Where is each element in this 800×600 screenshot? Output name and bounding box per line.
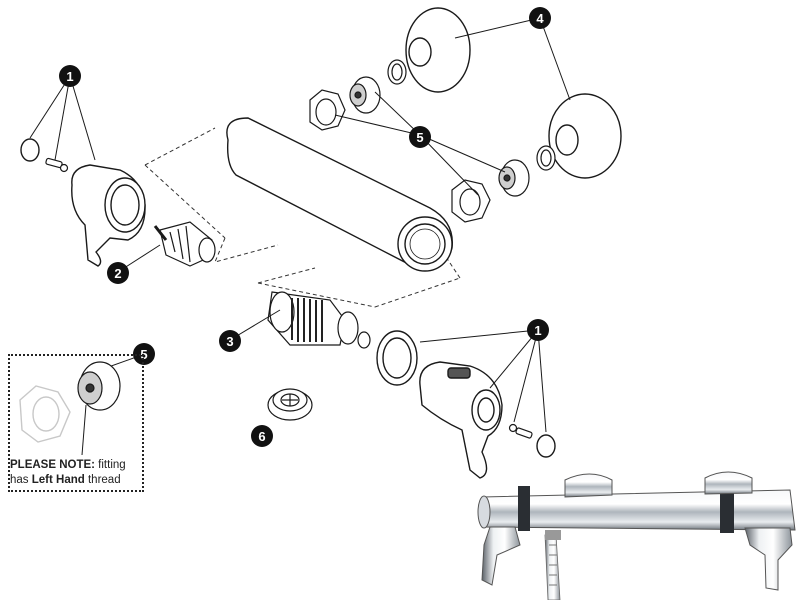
note-check-valve — [77, 361, 121, 411]
callout-5-note: 5 — [133, 343, 155, 365]
callout-1-left: 1 — [59, 65, 81, 87]
callout-3: 3 — [219, 330, 241, 352]
left-hand-thread-note: PLEASE NOTE: fitting has Left Hand threa… — [10, 458, 150, 488]
callout-2-label: 2 — [114, 266, 121, 281]
callout-4-label: 4 — [536, 11, 544, 26]
callout-5-top: 5 — [409, 126, 431, 148]
left-cap — [20, 138, 40, 162]
right-screw — [508, 423, 533, 439]
callout-6: 6 — [251, 425, 273, 447]
callout-1-right: 1 — [527, 319, 549, 341]
right-cap — [536, 434, 556, 458]
check-valve-bottom — [498, 159, 530, 197]
valve-body — [226, 117, 454, 272]
note-box — [8, 354, 144, 492]
washers — [387, 59, 556, 171]
callout-6-label: 6 — [258, 429, 265, 444]
wall-plate-bottom — [548, 93, 622, 179]
nut-bottom — [451, 179, 491, 223]
left-handle — [71, 164, 146, 267]
callout-1-right-label: 1 — [534, 323, 541, 338]
check-valve-top — [349, 76, 381, 114]
callout-5-note-label: 5 — [140, 347, 147, 362]
product-photo — [477, 471, 796, 600]
note-leader — [81, 404, 87, 456]
filter-washer — [267, 388, 313, 421]
thermostatic-cartridge — [267, 291, 371, 349]
faded-nut — [19, 385, 71, 443]
callout-5-top-label: 5 — [416, 130, 423, 145]
wall-plate-top — [405, 7, 471, 93]
callout-3-label: 3 — [226, 334, 233, 349]
right-ring — [376, 330, 418, 386]
callout-2: 2 — [107, 262, 129, 284]
note-emphasis: Left Hand — [31, 474, 85, 486]
note-line1-rest: fitting — [94, 459, 126, 471]
note-prefix: PLEASE NOTE: — [10, 459, 95, 471]
nut-top — [309, 89, 346, 131]
right-handle — [419, 361, 503, 479]
callout-4: 4 — [529, 7, 551, 29]
left-screw — [45, 157, 69, 173]
note-line2-end: thread — [84, 474, 121, 486]
flow-cartridge — [153, 221, 216, 267]
note-line2-start: has — [10, 474, 32, 486]
leader-lines — [29, 17, 571, 433]
callout-1-left-label: 1 — [66, 69, 73, 84]
